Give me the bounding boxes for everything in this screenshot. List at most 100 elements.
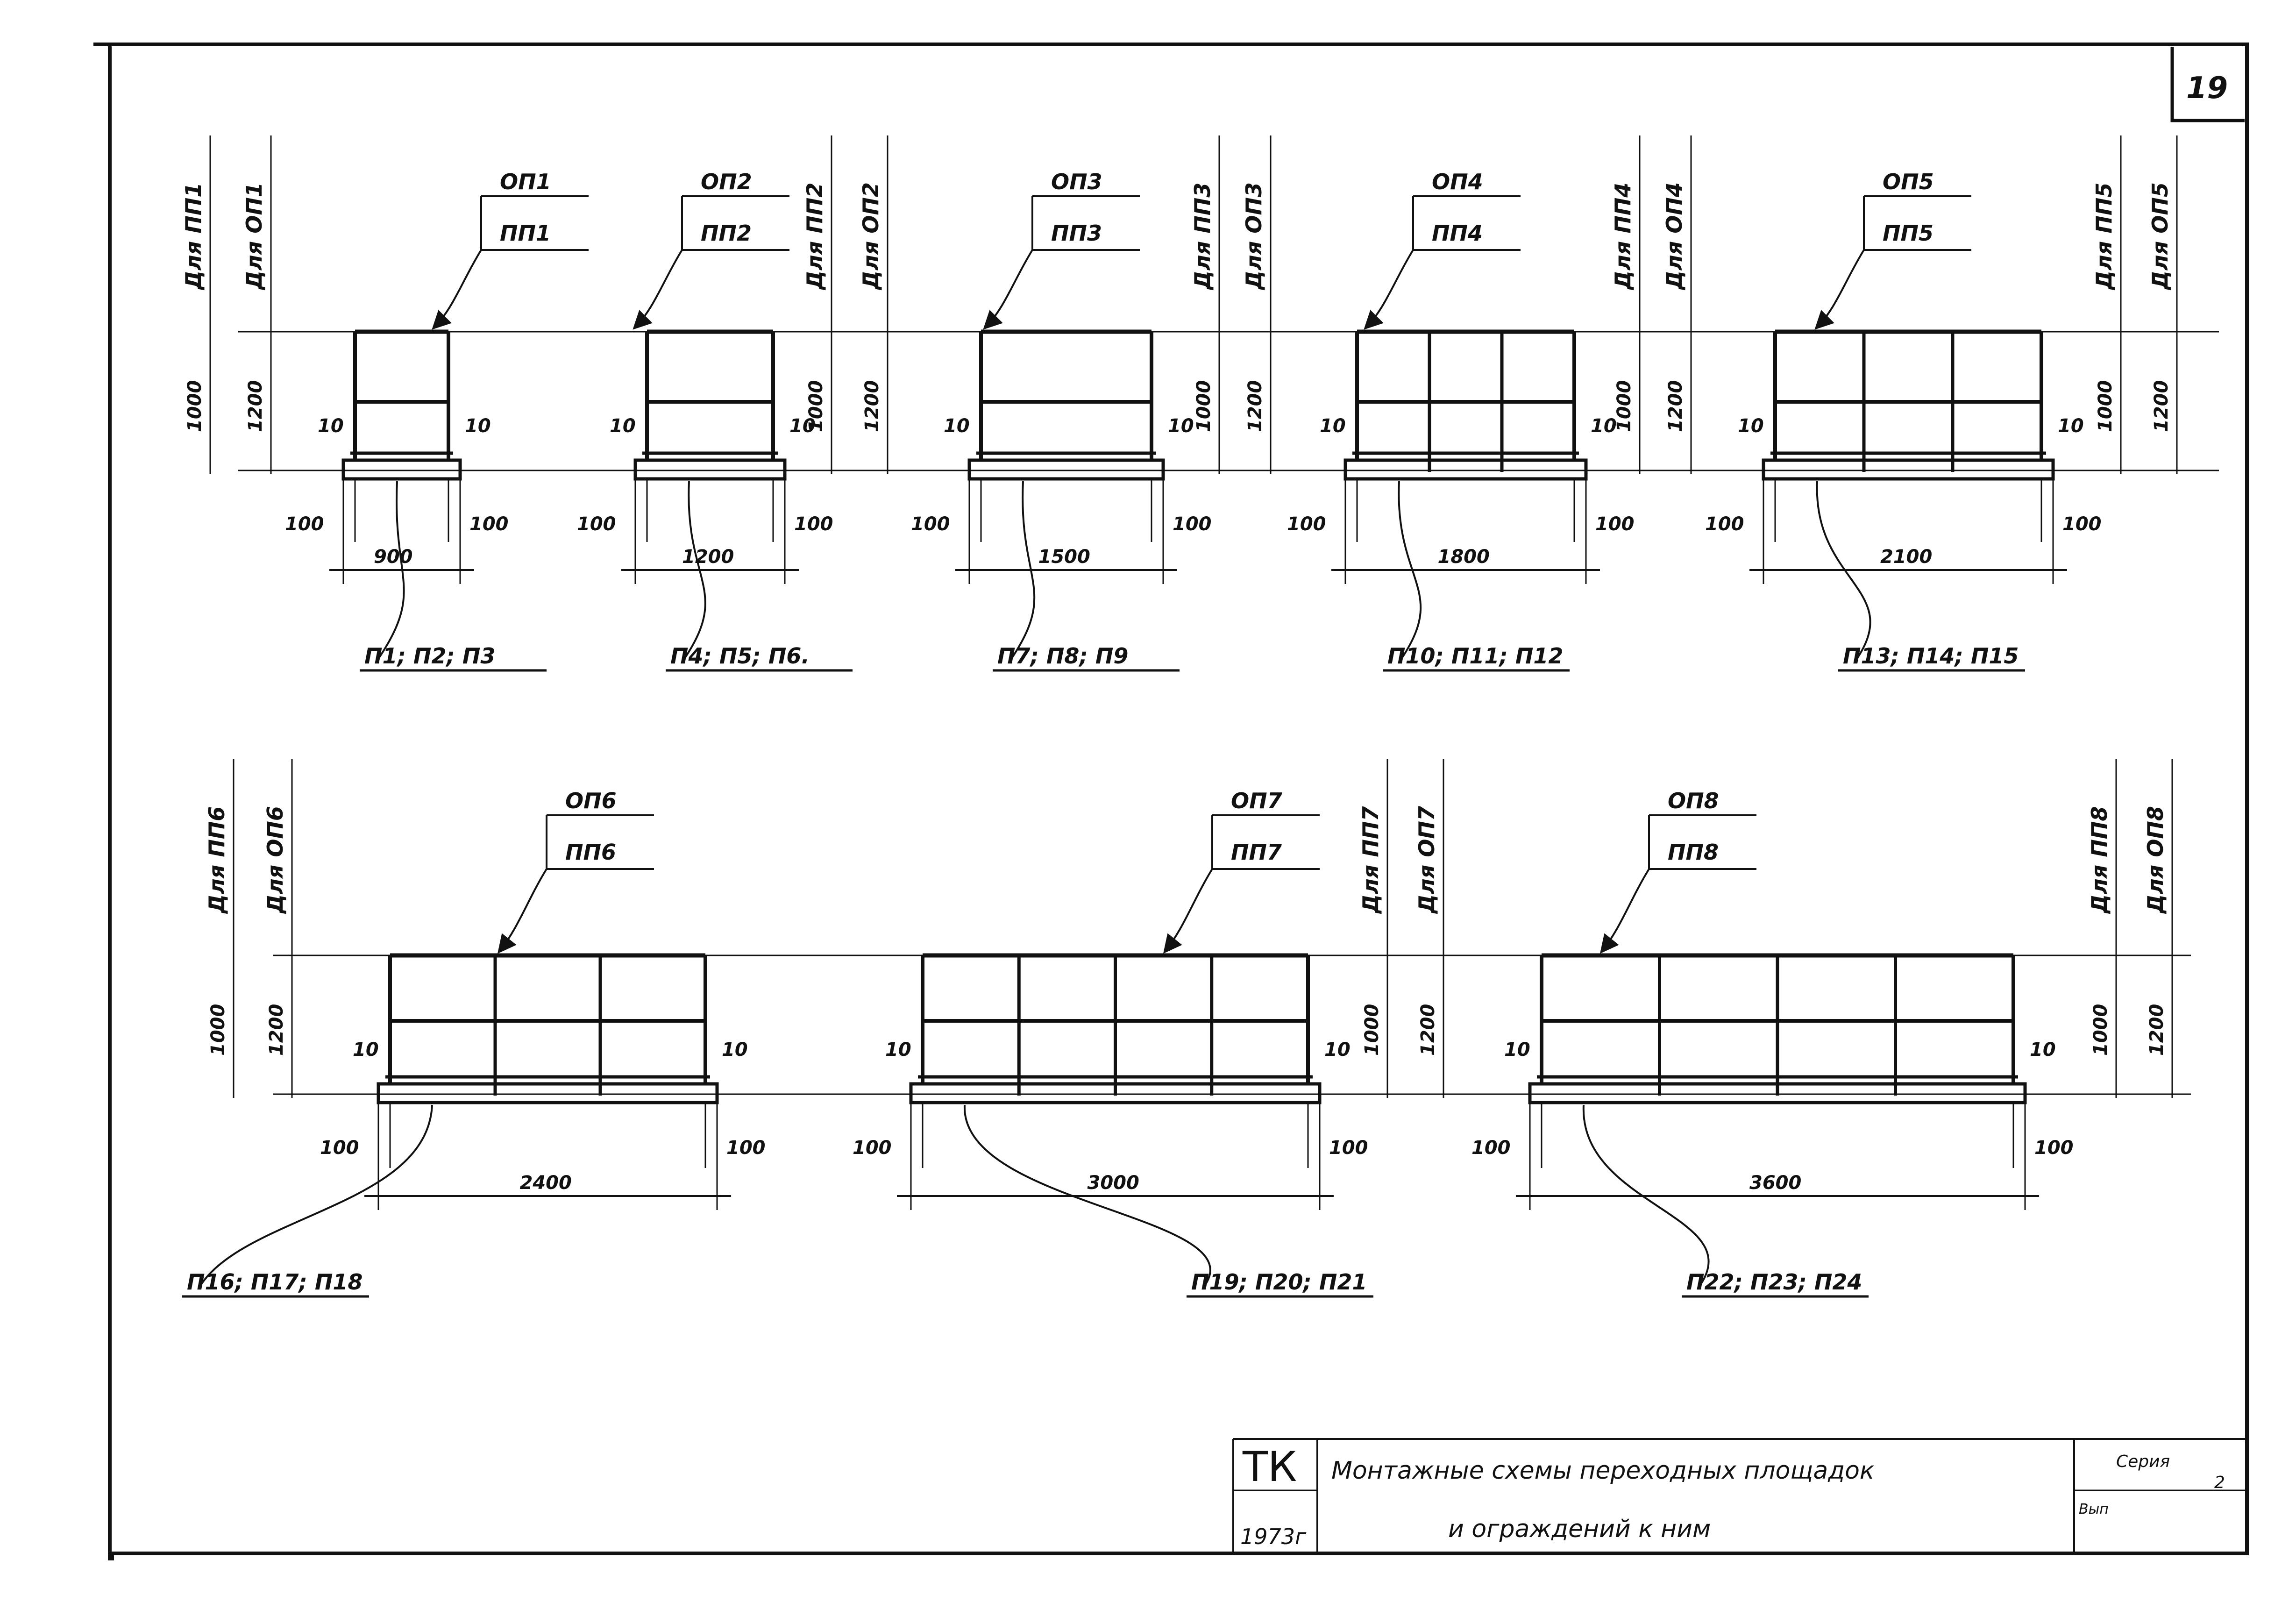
- edge-left-dim: 100: [1705, 513, 1744, 535]
- label-for-op: Для ОП6: [263, 806, 288, 914]
- platform: [1343, 458, 1588, 481]
- height-pp: 1000: [2090, 1004, 2111, 1056]
- label-for-pp: Для ПП4: [1610, 183, 1635, 291]
- edge-left-dim: 100: [911, 513, 950, 535]
- callout-op: ОП4: [1432, 169, 1483, 194]
- offset-right-dim: 10: [789, 415, 816, 437]
- edge-right-dim: 100: [1329, 1137, 1368, 1159]
- title-block: [1232, 1438, 2247, 1553]
- parts-leader: [200, 1104, 433, 1286]
- callout-pp: ПП2: [701, 221, 752, 246]
- parts-leader: [1010, 481, 1036, 660]
- label-for-op: Для ОП3: [1241, 182, 1266, 291]
- height-pp: 1000: [207, 1004, 229, 1056]
- offset-left-dim: 10: [353, 1039, 379, 1061]
- height-op: 1200: [2151, 380, 2172, 432]
- offset-right-dim: 10: [1591, 415, 1617, 437]
- parts-leader: [1816, 481, 1871, 660]
- parts-label: П19; П20; П21: [1191, 1269, 1367, 1295]
- width-dim: 900: [374, 546, 413, 568]
- parts-label: П13; П14; П15: [1843, 643, 2019, 669]
- offset-right-dim: 10: [1168, 415, 1194, 437]
- height-pp: 1000: [1614, 380, 1635, 432]
- callout-leader: [1600, 868, 1650, 954]
- height-pp: 1000: [805, 380, 827, 432]
- title-line-2: и ограждений к ним: [1448, 1515, 1711, 1543]
- label-for-pp: Для ПП1: [181, 183, 206, 291]
- parts-leader: [1398, 481, 1422, 660]
- parts-label: П10; П11; П12: [1387, 643, 1563, 669]
- height-op: 1200: [266, 1004, 287, 1056]
- platform: [341, 458, 462, 481]
- edge-right-dim: 100: [1173, 513, 1212, 535]
- label-for-op: Для ОП2: [858, 182, 883, 291]
- platform: [909, 1082, 1322, 1104]
- label-for-pp: Для ПП2: [802, 183, 827, 291]
- offset-left-dim: 10: [1738, 415, 1764, 437]
- platform: [1528, 1082, 2027, 1104]
- callout-pp: ПП4: [1432, 221, 1483, 246]
- title-year: 1973г: [1240, 1524, 1307, 1549]
- callout-leader: [498, 868, 547, 954]
- height-op: 1200: [2146, 1004, 2168, 1056]
- height-op: 1200: [1244, 380, 1266, 432]
- width-dim: 2100: [1880, 546, 1932, 568]
- platform: [633, 458, 787, 481]
- callout-leader: [1364, 249, 1414, 330]
- height-pp: 1000: [184, 380, 206, 432]
- height-pp: 1000: [1361, 1004, 1383, 1056]
- callout-op: ОП7: [1231, 788, 1282, 813]
- callout-pp: ПП6: [565, 840, 616, 865]
- label-for-pp: Для ПП8: [2087, 806, 2112, 914]
- parts-label: П7; П8; П9: [997, 643, 1128, 669]
- callout-pp: ПП3: [1051, 221, 1102, 246]
- edge-left-dim: 100: [285, 513, 324, 535]
- width-dim: 1800: [1438, 546, 1490, 568]
- edge-left-dim: 100: [577, 513, 616, 535]
- height-op: 1200: [1665, 380, 1686, 432]
- sheet-frame: [93, 43, 2249, 1560]
- offset-left-dim: 10: [944, 415, 970, 437]
- callout-leader: [633, 249, 683, 330]
- callout-pp: ПП5: [1883, 221, 1933, 246]
- label-for-pp: Для ПП3: [1190, 183, 1215, 291]
- offset-left-dim: 10: [318, 415, 344, 437]
- edge-right-dim: 100: [2034, 1137, 2074, 1159]
- label-for-op: Для ОП8: [2143, 806, 2168, 914]
- callout-pp: ПП1: [500, 221, 551, 246]
- height-pp: 1000: [1193, 380, 1215, 432]
- parts-leader: [377, 481, 405, 660]
- platform: [1762, 458, 2055, 481]
- callout-leader: [1814, 249, 1865, 330]
- parts-label: П16; П17; П18: [187, 1269, 363, 1295]
- label-for-op: Для ОП4: [1662, 182, 1687, 291]
- edge-right-dim: 100: [726, 1137, 766, 1159]
- label-for-op: Для ОП1: [242, 182, 267, 291]
- label-for-pp: Для ПП7: [1358, 806, 1383, 914]
- callout-op: ОП8: [1668, 788, 1719, 813]
- offset-right-dim: 10: [722, 1039, 748, 1061]
- parts-label: П1; П2; П3: [364, 643, 495, 669]
- offset-left-dim: 10: [885, 1039, 911, 1061]
- label-for-op: Для ОП5: [2147, 182, 2173, 291]
- width-dim: 1200: [682, 546, 734, 568]
- callout-leader: [1163, 868, 1213, 954]
- callout-op: ОП3: [1051, 169, 1102, 194]
- width-dim: 3600: [1749, 1172, 1801, 1194]
- series-label: Серия: [2116, 1452, 2170, 1471]
- edge-left-dim: 100: [320, 1137, 359, 1159]
- edge-right-dim: 100: [469, 513, 509, 535]
- page-number: 19: [2186, 71, 2228, 106]
- offset-right-dim: 10: [2030, 1039, 2056, 1061]
- width-dim: 2400: [520, 1172, 572, 1194]
- offset-right-dim: 10: [2058, 415, 2084, 437]
- height-op: 1200: [245, 380, 266, 432]
- series-value: 2: [2214, 1473, 2225, 1492]
